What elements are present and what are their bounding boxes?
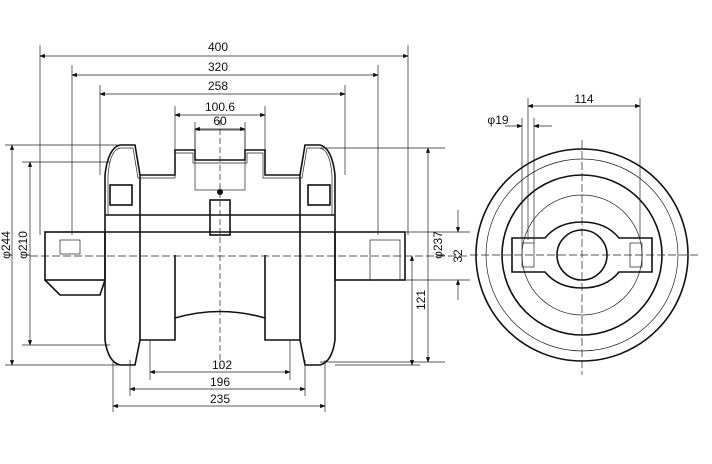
tread-top	[140, 149, 300, 176]
right-seal	[307, 184, 331, 206]
front-view	[470, 140, 700, 375]
left-flange	[104, 144, 141, 366]
shaft-left-hatch	[59, 239, 81, 255]
side-view	[30, 120, 470, 370]
dimension-lines	[5, 45, 641, 412]
dim-258: 258	[208, 79, 228, 93]
dim-60: 60	[213, 114, 227, 128]
dim-114: 114	[574, 92, 593, 106]
dim-102: 102	[212, 358, 232, 372]
shaft-left-boss	[44, 279, 106, 296]
dim-121: 121	[414, 290, 428, 310]
dim-phi-244: φ244	[0, 231, 13, 259]
dim-320: 320	[208, 60, 228, 74]
dim-phi-237: φ237	[431, 231, 445, 259]
dim-400: 400	[208, 40, 228, 54]
shaft-end-plate	[511, 221, 653, 289]
right-flange	[299, 144, 336, 366]
dim-235: 235	[210, 392, 230, 406]
dim-phi-19: φ19	[487, 113, 508, 127]
left-seal	[109, 184, 133, 206]
dim-phi-210: φ210	[16, 231, 30, 259]
dim-100-6: 100.6	[205, 100, 235, 114]
dim-32: 32	[451, 249, 465, 263]
shaft-right-hatch	[369, 239, 401, 281]
dim-196: 196	[210, 375, 230, 389]
oil-plug	[209, 199, 231, 236]
tread-bottom	[140, 310, 300, 341]
section-hatch	[107, 147, 333, 216]
